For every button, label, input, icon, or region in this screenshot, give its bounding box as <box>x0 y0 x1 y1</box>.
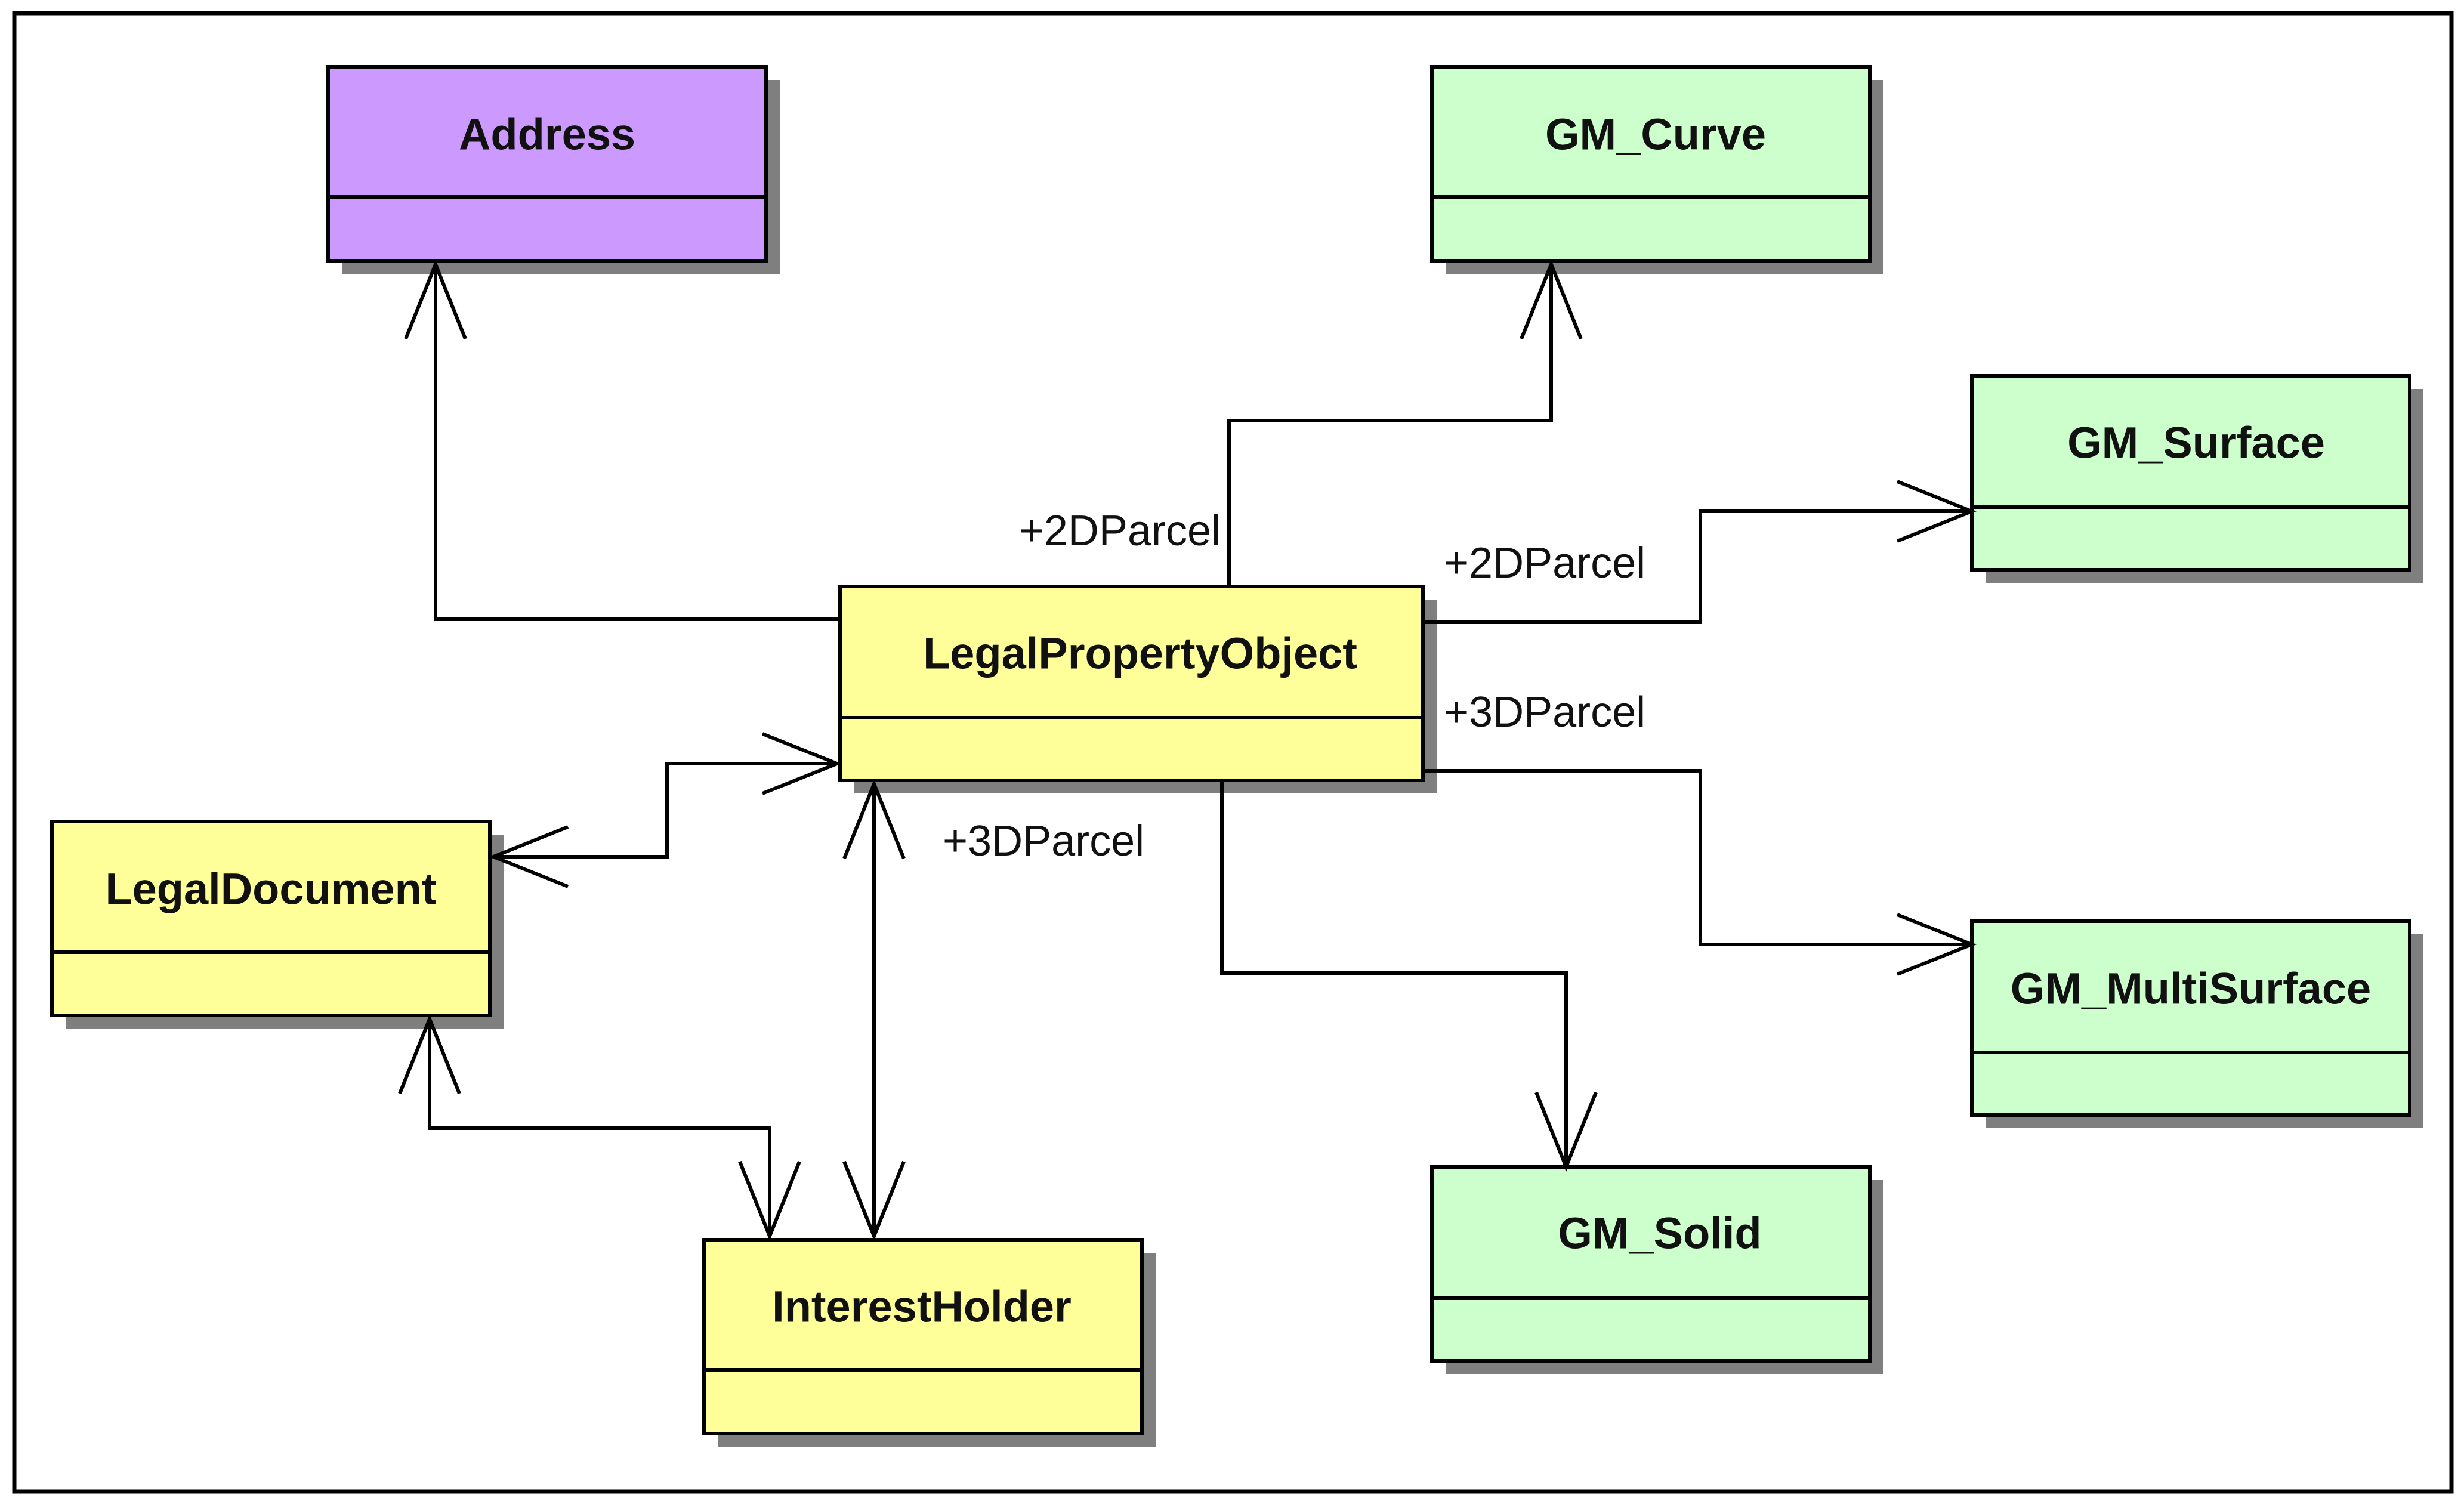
class-interest-holder-name: InterestHolder <box>772 1282 1072 1332</box>
class-interest-holder-box <box>702 1238 1144 1435</box>
edge-lpo-to-gm-curve <box>1227 264 1553 586</box>
class-gm-surface-name: GM_Surface <box>2067 418 2325 468</box>
edge-legal-document-lpo <box>493 762 837 859</box>
edge-lpo-to-gm-multisurface <box>1423 769 1972 946</box>
class-legal-property-object[interactable]: LegalPropertyObject <box>838 585 1437 793</box>
edge-lpo-to-gm-solid <box>1220 780 1568 1167</box>
arrowhead-interest-holder-from-lpo <box>842 1160 906 1242</box>
class-address-name: Address <box>459 110 635 159</box>
class-gm-curve-box <box>1430 65 1872 263</box>
class-legal-document-box <box>50 820 492 1017</box>
class-legal-document[interactable]: LegalDocument <box>50 820 504 1029</box>
arrowhead-legal-document-from-lpo <box>488 825 569 888</box>
class-gm-solid-name: GM_Solid <box>1558 1209 1761 1258</box>
class-gm-surface[interactable]: GM_Surface <box>1970 374 2423 583</box>
class-gm-surface-box <box>1970 374 2411 572</box>
arrowhead-gm-curve <box>1520 259 1583 340</box>
role-gm-multisurface: +3DParcel <box>1444 688 1645 736</box>
role-gm-solid: +3DParcel <box>943 817 1144 865</box>
class-interest-holder[interactable]: InterestHolder <box>702 1238 1156 1447</box>
edge-legal-document-interest-holder <box>428 1019 771 1236</box>
class-gm-solid-box <box>1430 1165 1872 1363</box>
class-gm-curve[interactable]: GM_Curve <box>1430 65 1883 274</box>
arrowhead-legal-document-from-holder <box>398 1014 461 1095</box>
class-gm-multisurface-box <box>1970 919 2411 1117</box>
class-address[interactable]: Address <box>326 65 780 274</box>
arrowhead-lpo-from-holder <box>842 779 906 860</box>
class-legal-document-name: LegalDocument <box>105 864 436 914</box>
arrowhead-gm-solid <box>1534 1091 1598 1172</box>
class-legal-property-object-box <box>838 585 1425 782</box>
arrowhead-gm-surface <box>1896 480 1977 543</box>
arrowhead-lpo-from-document <box>761 732 842 795</box>
class-gm-multisurface-name: GM_MultiSurface <box>2011 964 2371 1014</box>
edge-lpo-to-address <box>434 264 840 621</box>
edge-lpo-to-gm-surface <box>1423 509 1972 624</box>
arrowhead-address <box>404 259 467 340</box>
class-gm-curve-name: GM_Curve <box>1545 110 1766 159</box>
role-gm-curve: +2DParcel <box>1019 507 1221 555</box>
arrowhead-gm-multisurface <box>1896 913 1977 976</box>
role-gm-surface: +2DParcel <box>1444 539 1645 587</box>
class-gm-multisurface[interactable]: GM_MultiSurface <box>1970 919 2423 1128</box>
arrowhead-interest-holder-from-document <box>738 1160 801 1242</box>
class-gm-solid[interactable]: GM_Solid <box>1430 1165 1883 1374</box>
class-address-box <box>326 65 768 263</box>
class-legal-property-object-name: LegalPropertyObject <box>923 629 1357 678</box>
